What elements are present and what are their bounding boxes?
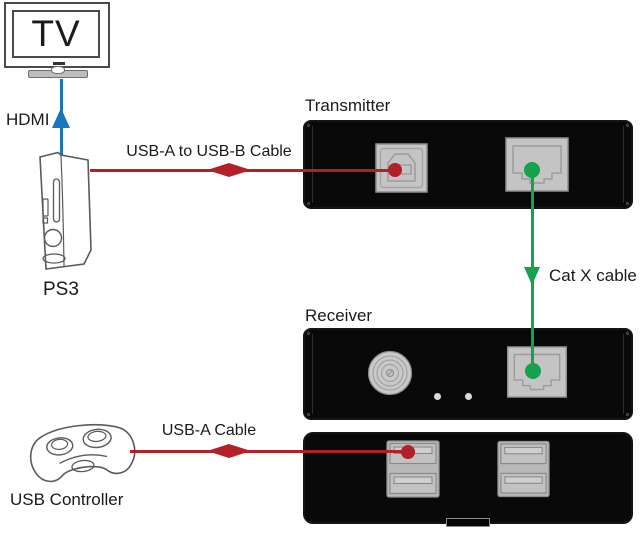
panel-edge-line bbox=[623, 334, 624, 414]
screw-detail bbox=[626, 332, 629, 335]
usb-ab-arrow-left-icon bbox=[207, 163, 229, 177]
led-indicator bbox=[434, 393, 441, 400]
usb-a-port-icon bbox=[497, 440, 550, 498]
power-connector-icon bbox=[367, 350, 413, 396]
screw-detail bbox=[307, 124, 310, 127]
controller-label: USB Controller bbox=[10, 490, 124, 509]
transmitter-label: Transmitter bbox=[305, 96, 391, 115]
transmitter-box bbox=[303, 120, 633, 209]
panel-edge-line bbox=[312, 334, 313, 414]
panel-edge-line bbox=[623, 126, 624, 203]
usb-a-cable-label: USB-A Cable bbox=[161, 422, 257, 439]
screw-detail bbox=[626, 413, 629, 416]
usb-ab-cable-label: USB-A to USB-B Cable bbox=[126, 143, 292, 160]
usb-a-plug-dot bbox=[401, 445, 415, 459]
receiver-front-box bbox=[303, 432, 633, 524]
tv-icon: TV bbox=[4, 2, 110, 68]
usb-a-arrow-right-icon bbox=[229, 444, 251, 458]
tv-power-dash bbox=[53, 62, 65, 65]
screw-detail bbox=[307, 202, 310, 205]
screw-detail bbox=[626, 202, 629, 205]
receiver-box bbox=[303, 328, 633, 420]
ps3-console-icon bbox=[39, 151, 92, 270]
usb-b-port-icon bbox=[375, 143, 428, 193]
ps3-label: PS3 bbox=[43, 279, 79, 300]
receiver-label: Receiver bbox=[305, 306, 373, 325]
catx-arrow-down-icon bbox=[524, 267, 540, 285]
catx-plug-dot-transmitter bbox=[524, 162, 540, 178]
catx-cable-label: Cat X cable bbox=[549, 266, 637, 285]
screw-detail bbox=[307, 332, 310, 335]
hdmi-cable-label: HDMI bbox=[6, 110, 50, 129]
panel-tab bbox=[446, 518, 490, 527]
screw-detail bbox=[626, 124, 629, 127]
usb-a-arrow-left-icon bbox=[207, 444, 229, 458]
usb-ab-arrow-right-icon bbox=[229, 163, 251, 177]
rj45-port-icon bbox=[505, 137, 569, 192]
tv-label: TV bbox=[31, 13, 81, 54]
hdmi-arrow-up-icon bbox=[52, 108, 70, 128]
catx-plug-dot-receiver bbox=[525, 363, 541, 379]
led-indicator bbox=[465, 393, 472, 400]
gamepad-icon bbox=[29, 423, 136, 483]
usb-a-cable-line bbox=[130, 450, 408, 453]
screw-detail bbox=[307, 413, 310, 416]
tv-stand-neck bbox=[51, 66, 65, 74]
tv-screen: TV bbox=[12, 10, 100, 58]
usb-b-plug-dot bbox=[388, 163, 402, 177]
panel-edge-line bbox=[312, 126, 313, 203]
